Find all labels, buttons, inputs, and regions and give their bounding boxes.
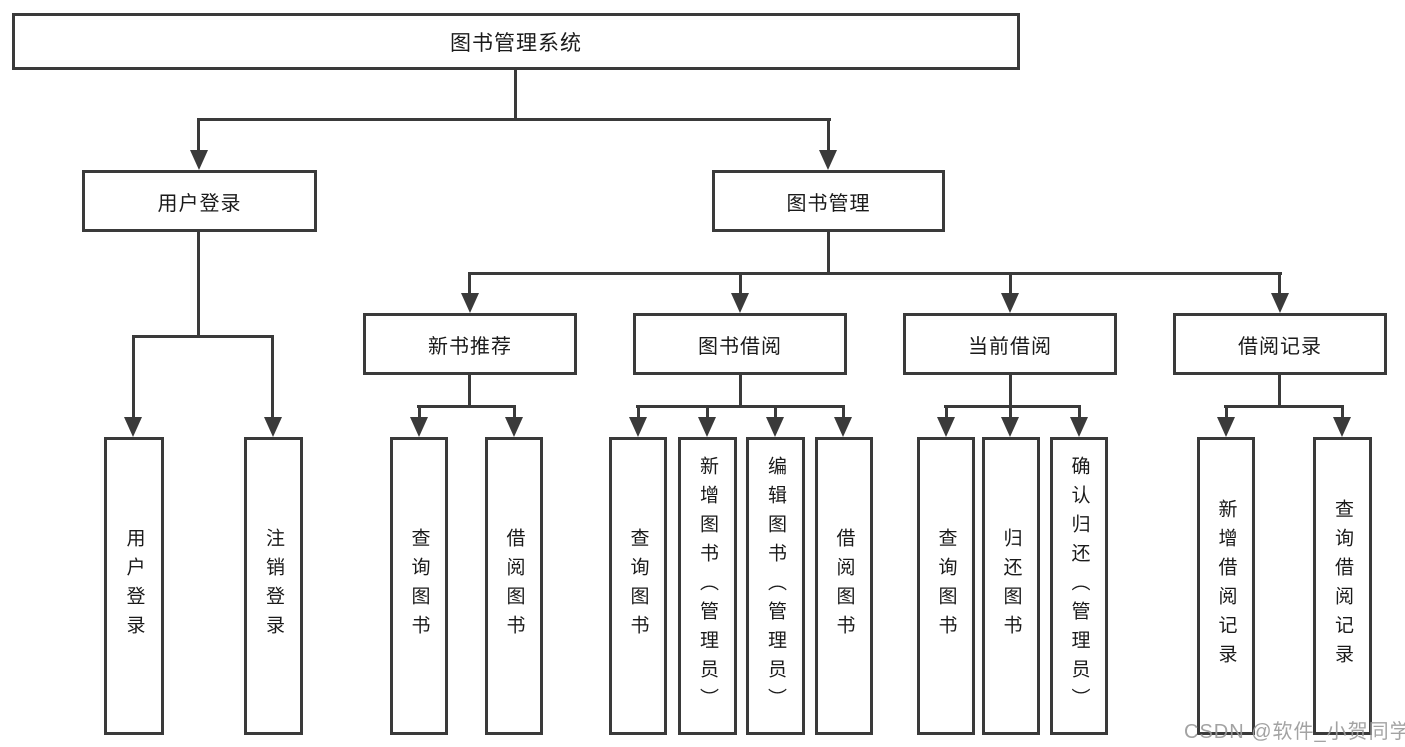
csdn-watermark: CSDN @软件_小贺同学 xyxy=(1184,721,1405,743)
node-label: 注销登录 xyxy=(263,528,284,644)
node-label: 用户登录 xyxy=(123,528,145,644)
node-leaf-add-borrow-record: 新增借阅记录 xyxy=(1197,437,1255,735)
arrow-down-icon xyxy=(629,417,647,437)
node-leaf-edit-book-admin: 编辑图书（管理员） xyxy=(746,437,805,735)
arrow-down-icon xyxy=(1271,293,1289,313)
arrow-down-icon xyxy=(766,417,784,437)
node-label: 借阅记录 xyxy=(1238,335,1322,358)
node-leaf-logout: 注销登录 xyxy=(244,437,303,735)
node-label: 查询图书 xyxy=(935,528,957,644)
node-label: 新增图书（管理员） xyxy=(697,455,718,717)
node-borrowing-records: 借阅记录 xyxy=(1173,313,1387,375)
node-label: 查询借阅记录 xyxy=(1332,499,1353,673)
connector-line xyxy=(513,405,516,420)
node-leaf-query-books-current: 查询图书 xyxy=(917,437,975,735)
connector-line xyxy=(197,232,200,335)
node-leaf-user-login: 用户登录 xyxy=(104,437,164,735)
connector-line xyxy=(197,118,200,154)
connector-line xyxy=(271,335,274,420)
node-label: 借阅图书 xyxy=(833,528,855,644)
connector-line xyxy=(1009,375,1012,405)
node-leaf-borrow-books-recommend: 借阅图书 xyxy=(485,437,543,735)
node-leaf-query-borrow-record: 查询借阅记录 xyxy=(1313,437,1372,735)
connector-line xyxy=(468,272,471,297)
arrow-down-icon xyxy=(1070,417,1088,437)
node-leaf-query-books-borrowing: 查询图书 xyxy=(609,437,667,735)
arrow-down-icon xyxy=(124,417,142,437)
node-book-management: 图书管理 xyxy=(712,170,945,232)
connector-line xyxy=(1224,405,1344,408)
node-label: 查询图书 xyxy=(627,528,649,644)
node-user-login-group: 用户登录 xyxy=(82,170,317,232)
connector-line xyxy=(1278,375,1281,405)
arrow-down-icon xyxy=(505,417,523,437)
node-label: 新书推荐 xyxy=(428,335,512,358)
connector-line xyxy=(739,375,742,405)
node-label: 借阅图书 xyxy=(503,528,525,644)
node-leaf-add-book-admin: 新增图书（管理员） xyxy=(678,437,737,735)
arrow-down-icon xyxy=(410,417,428,437)
node-label: 新增借阅记录 xyxy=(1215,499,1237,673)
arrow-down-icon xyxy=(1333,417,1351,437)
arrow-down-icon xyxy=(834,417,852,437)
arrow-down-icon xyxy=(461,293,479,313)
node-label: 编辑图书（管理员） xyxy=(765,455,786,717)
connector-line xyxy=(468,375,471,405)
connector-line xyxy=(774,405,777,420)
node-leaf-confirm-return-admin: 确认归还（管理员） xyxy=(1050,437,1108,735)
node-label: 图书借阅 xyxy=(698,335,782,358)
arrow-down-icon xyxy=(819,150,837,170)
node-leaf-query-books-recommend: 查询图书 xyxy=(390,437,448,735)
node-new-book-recommendation: 新书推荐 xyxy=(363,313,577,375)
node-leaf-borrow-books: 借阅图书 xyxy=(815,437,873,735)
arrow-down-icon xyxy=(1001,293,1019,313)
arrow-down-icon xyxy=(190,150,208,170)
connector-line xyxy=(706,405,709,420)
node-label: 查询图书 xyxy=(408,528,430,644)
node-label: 图书管理系统 xyxy=(450,31,582,55)
node-library-management-system: 图书管理系统 xyxy=(12,13,1020,70)
connector-line xyxy=(1278,272,1281,297)
connector-line xyxy=(944,405,1081,408)
arrow-down-icon xyxy=(1001,417,1019,437)
connector-line xyxy=(637,405,640,420)
connector-line xyxy=(514,70,517,118)
arrow-down-icon xyxy=(698,417,716,437)
connector-line xyxy=(1078,405,1081,420)
connector-line xyxy=(1009,272,1012,297)
connector-line xyxy=(132,335,274,338)
connector-line xyxy=(827,118,830,154)
node-label: 确认归还（管理员） xyxy=(1068,455,1090,717)
arrow-down-icon xyxy=(264,417,282,437)
connector-line xyxy=(739,272,742,297)
arrow-down-icon xyxy=(731,293,749,313)
arrow-down-icon xyxy=(1217,417,1235,437)
node-label: 用户登录 xyxy=(157,192,242,215)
connector-line xyxy=(418,405,421,420)
node-label: 当前借阅 xyxy=(968,335,1052,358)
connector-line xyxy=(132,335,135,420)
node-current-borrowing: 当前借阅 xyxy=(903,313,1117,375)
connector-line xyxy=(945,405,948,420)
connector-line xyxy=(1009,405,1012,420)
arrow-down-icon xyxy=(937,417,955,437)
node-label: 归还图书 xyxy=(1000,528,1022,644)
connector-line xyxy=(468,272,1282,275)
connector-line xyxy=(197,118,831,121)
connector-line xyxy=(1225,405,1228,420)
node-book-borrowing: 图书借阅 xyxy=(633,313,847,375)
node-leaf-return-book: 归还图书 xyxy=(982,437,1040,735)
connector-line xyxy=(827,232,830,272)
connector-line xyxy=(1341,405,1344,420)
connector-line xyxy=(636,405,845,408)
connector-line xyxy=(417,405,516,408)
connector-line xyxy=(842,405,845,420)
node-label: 图书管理 xyxy=(786,192,871,215)
